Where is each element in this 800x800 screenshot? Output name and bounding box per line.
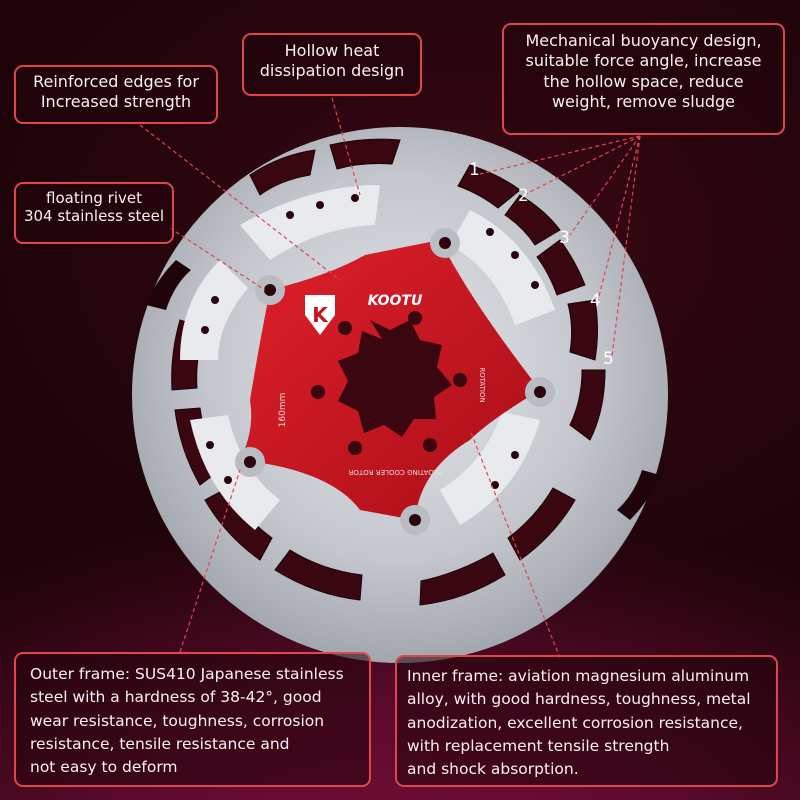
leader-lines (139, 97, 641, 659)
callout-line: anodization, excellent corrosion resista… (407, 713, 743, 732)
brake-track (180, 185, 555, 530)
hollow-number-4: 4 (590, 291, 601, 311)
callout-line: the hollow space, reduce (543, 71, 744, 91)
product-name-label: FLOATING COOLER ROTOR (348, 468, 441, 476)
callout-line: Inner frame: aviation magnesium aluminum (407, 667, 750, 685)
hollow-number-3: 3 (559, 228, 570, 248)
callout-line: Outer frame: SUS410 Japanese stainless (30, 665, 344, 683)
callout-line: Hollow heat (284, 41, 380, 60)
rotation-label: ROTATION (478, 367, 486, 402)
callout-line: suitable force angle, increase (525, 51, 762, 71)
rotor-size-label: 160mm (278, 393, 288, 428)
callout-outer-frame: Outer frame: SUS410 Japanese stainless s… (14, 652, 371, 787)
brand-logo-text: KOOTU (368, 293, 423, 309)
hollow-number-2: 2 (518, 186, 529, 206)
callout-floating-rivet: floating rivet 304 stainless steel (14, 182, 174, 244)
callout-line: floating rivet (46, 189, 142, 207)
brand-badge-icon: K (305, 295, 335, 335)
drill-holes (201, 194, 539, 489)
callout-line: dissipation design (259, 60, 405, 80)
callout-hollow-heat: Hollow heat dissipation design (242, 33, 422, 96)
callout-line: and shock absorption. (407, 760, 579, 778)
callout-line: Reinforced edges for (33, 72, 199, 91)
svg-text:K: K (312, 303, 329, 327)
callout-reinforced-edges: Reinforced edges for Increased strength (14, 65, 218, 124)
callout-line: wear resistance, toughness, corrosion (30, 711, 325, 730)
callout-line: Mechanical buoyancy design, (525, 31, 762, 50)
hollow-number-1: 1 (469, 160, 480, 180)
callout-line: Increased strength (40, 91, 192, 111)
callout-line: 304 stainless steel (23, 207, 165, 226)
callout-line: not easy to deform (30, 758, 178, 776)
hollow-number-5: 5 (603, 349, 614, 369)
callout-line: with replacement tensile strength (407, 736, 670, 755)
callout-line: steel with a hardness of 38-42°, good (30, 688, 322, 707)
callout-mechanical-buoyancy: Mechanical buoyancy design, suitable for… (502, 23, 785, 135)
floating-rivets (235, 228, 555, 535)
callout-line: weight, remove sludge (551, 92, 736, 112)
callout-line: resistance, tensile resistance and (30, 734, 290, 753)
callout-inner-frame: Inner frame: aviation magnesium aluminum… (395, 655, 778, 787)
callout-line: alloy, with good hardness, toughness, me… (407, 690, 751, 709)
